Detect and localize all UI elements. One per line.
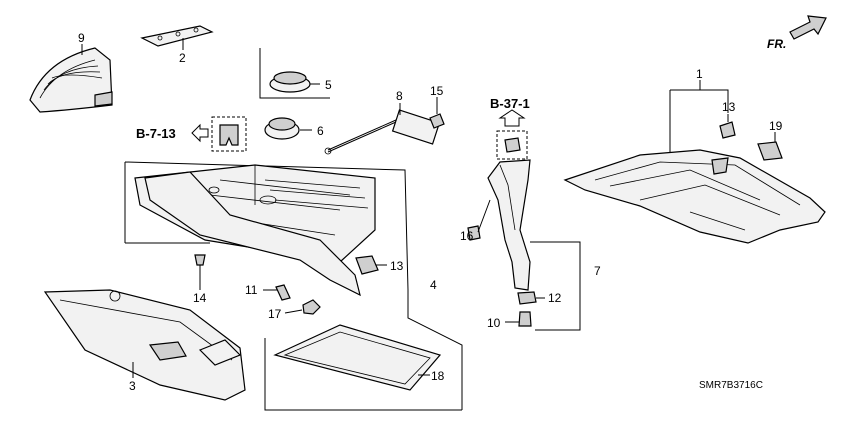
callout-7: 7 — [594, 264, 601, 278]
callout-13-center: 13 — [390, 259, 404, 273]
callout-14: 14 — [193, 291, 207, 305]
bolt-part-10 — [505, 311, 532, 327]
ref-top-text: B-37-1 — [490, 96, 530, 111]
clip-part-19 — [757, 132, 783, 161]
bolt-part-11 — [263, 284, 291, 301]
clip-part-13-center — [355, 255, 387, 275]
lower-cover-part-1 — [563, 80, 826, 244]
trim-piece-part-2 — [140, 25, 214, 50]
callout-12: 12 — [548, 291, 562, 305]
callout-10: 10 — [487, 316, 501, 330]
callout-18: 18 — [431, 369, 445, 383]
damper-part-6 — [264, 117, 312, 140]
clip-part-13-right — [719, 114, 736, 139]
callout-9: 9 — [78, 31, 85, 45]
callout-16: 16 — [460, 229, 474, 243]
drawing-code: SMR7B3716C — [699, 380, 763, 391]
callout-17: 17 — [268, 307, 282, 321]
front-direction-label: FR. — [767, 37, 786, 51]
screw-part-16 — [467, 199, 491, 241]
callout-19: 19 — [769, 119, 783, 133]
ref-b-7-13: B-7-13 — [136, 116, 247, 152]
callout-4: 4 — [430, 278, 437, 292]
callout-11: 11 — [245, 283, 258, 297]
clip-part-12 — [517, 291, 545, 305]
ref-left-text: B-7-13 — [136, 126, 176, 141]
callout-5: 5 — [325, 78, 332, 92]
liner-part-18 — [264, 290, 463, 411]
screw-part-14 — [194, 254, 206, 290]
callout-3: 3 — [129, 379, 136, 393]
front-direction-arrow: FR. — [767, 15, 827, 51]
glove-box-door-part-3 — [43, 289, 246, 401]
callout-2: 2 — [179, 51, 186, 65]
nut-part-17 — [284, 299, 321, 315]
glove-box-housing — [124, 161, 409, 297]
screw-part-15 — [429, 97, 445, 129]
side-vent-part-9 — [29, 44, 113, 113]
bumper-part-5 — [259, 48, 330, 99]
callout-13-right: 13 — [722, 100, 736, 114]
callout-1: 1 — [696, 67, 703, 81]
callout-15: 15 — [430, 84, 444, 98]
callout-numbers: 9 2 5 6 8 15 13 14 11 17 4 3 18 16 7 12 … — [78, 31, 783, 393]
callout-6: 6 — [317, 124, 324, 138]
ref-b-37-1: B-37-1 — [490, 96, 530, 160]
bracket-part-7 — [487, 159, 581, 331]
damper-rod-part-8 — [324, 103, 441, 155]
callout-8: 8 — [396, 89, 403, 103]
